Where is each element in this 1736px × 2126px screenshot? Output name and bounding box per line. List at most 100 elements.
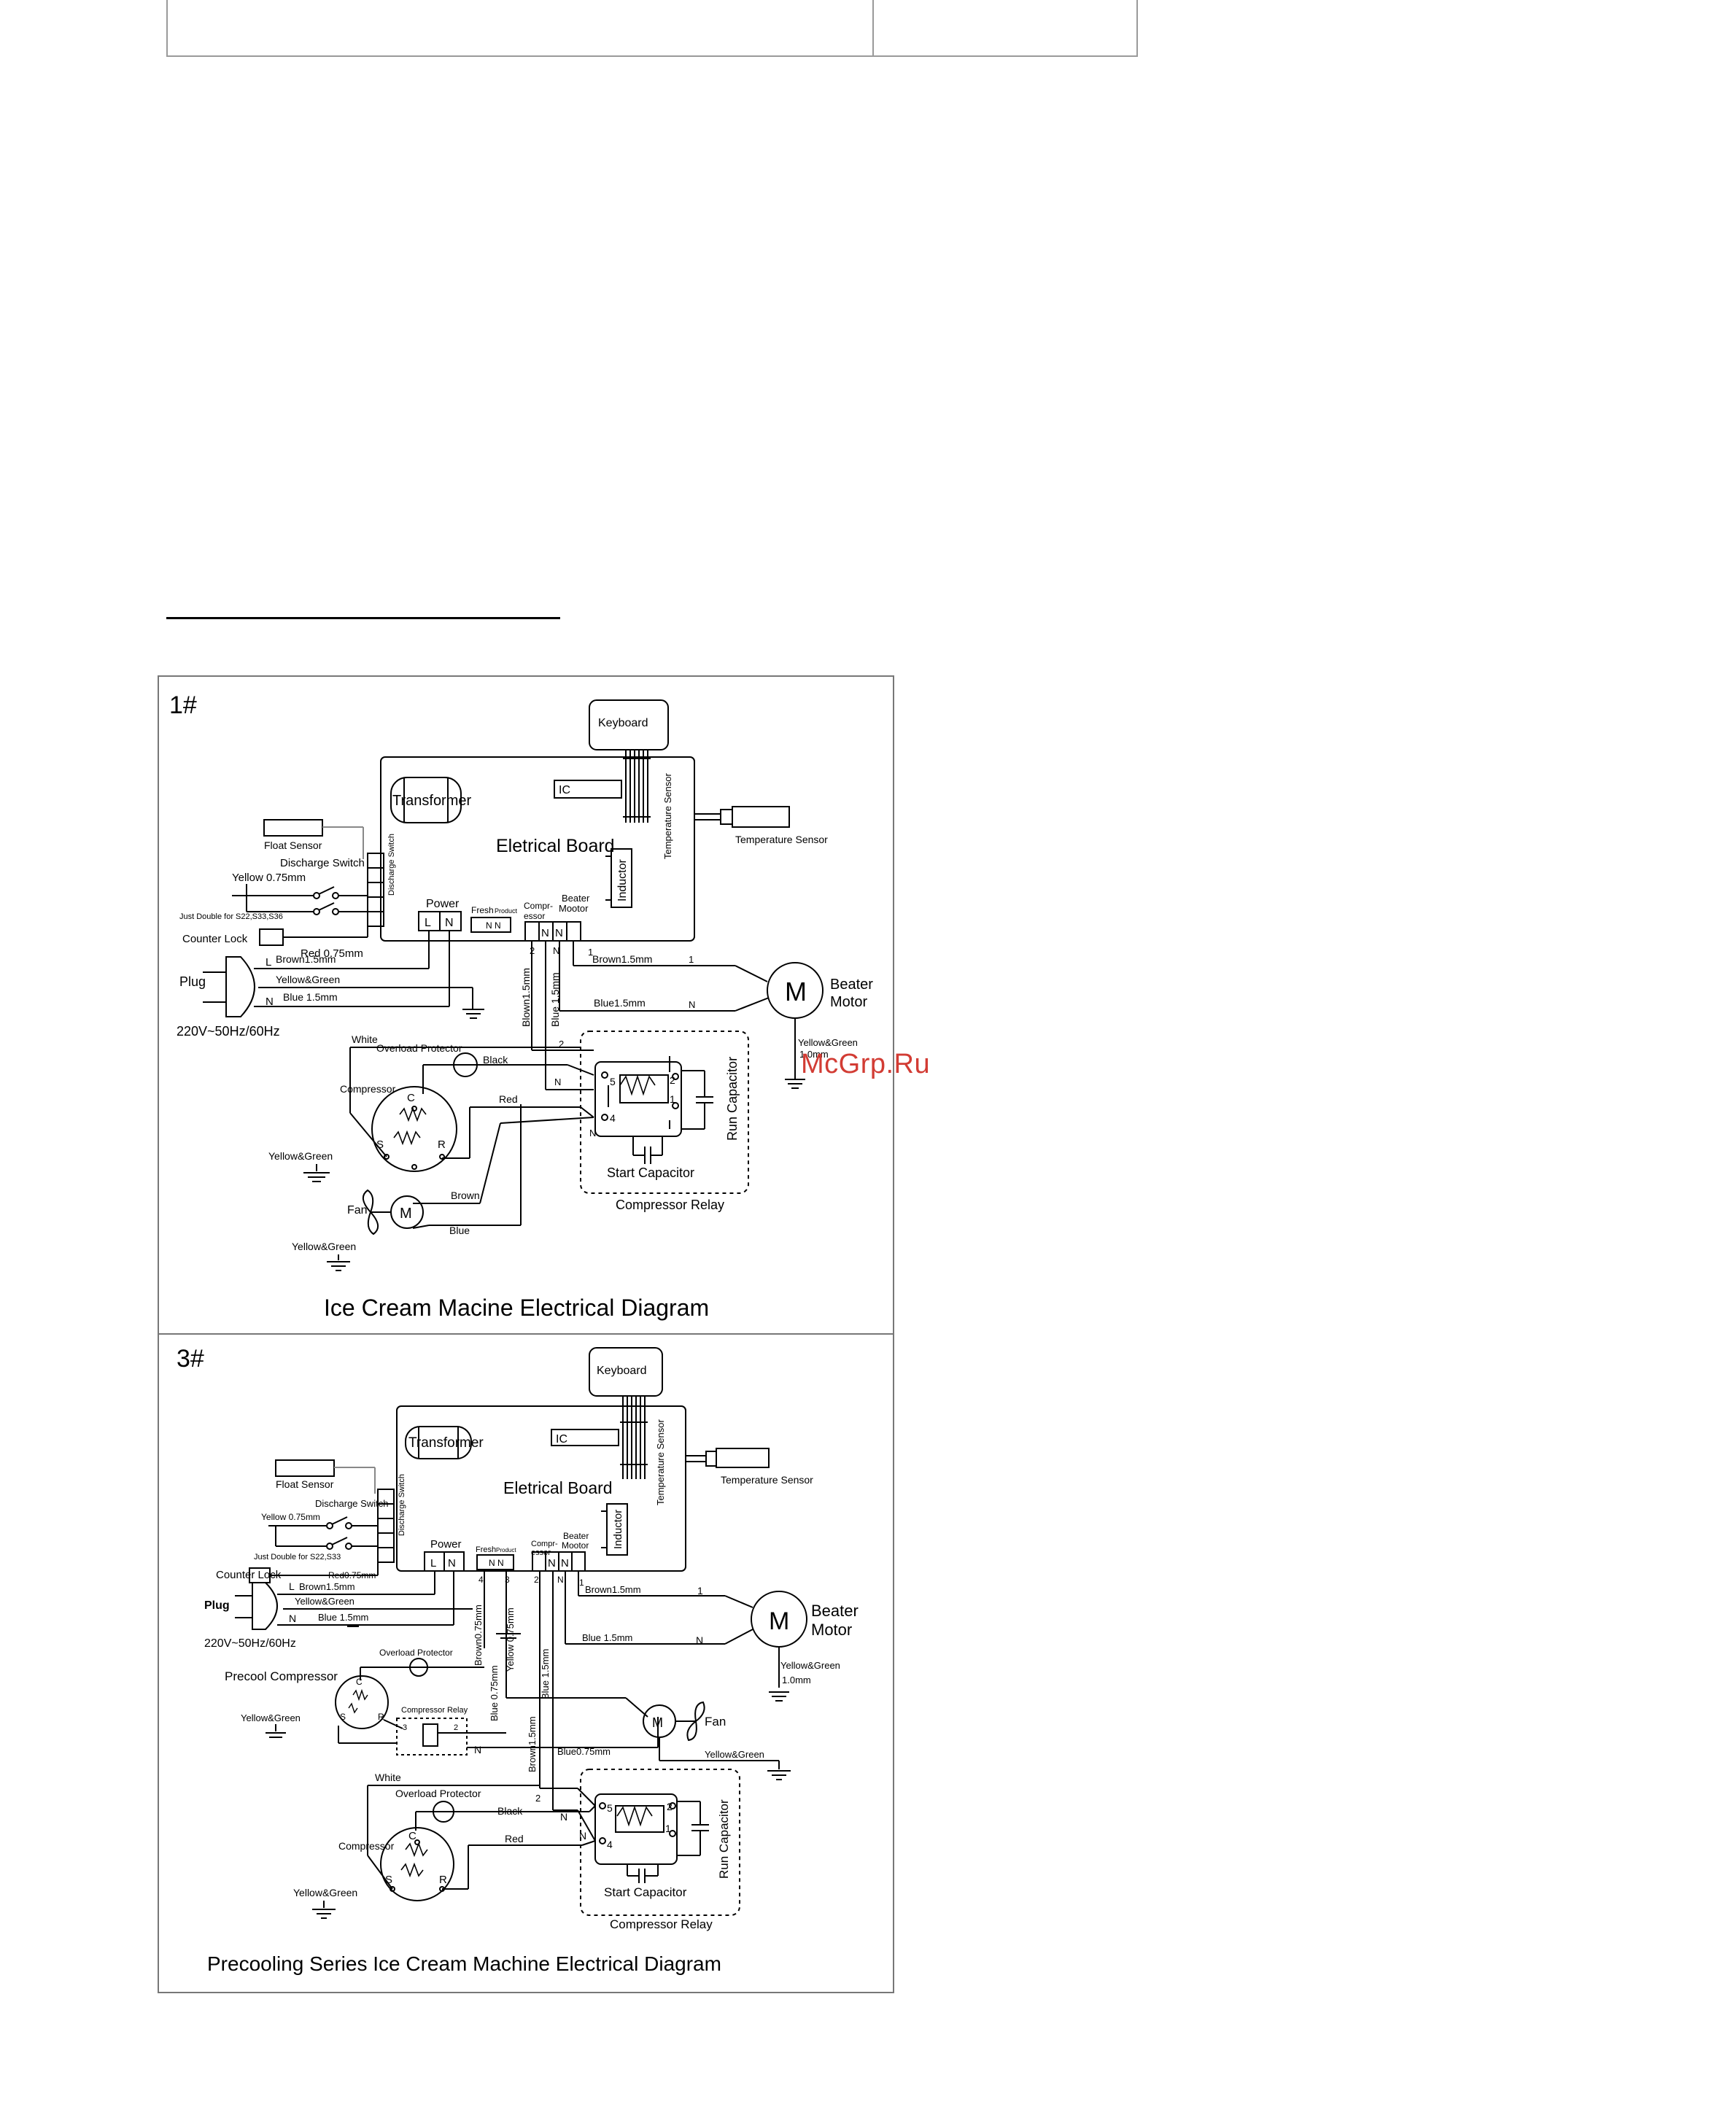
just-double-label: Just Double for S22,S33 — [254, 1553, 341, 1561]
fan-motor — [390, 1195, 424, 1229]
svg-text:2: 2 — [670, 1074, 675, 1086]
beater-motor-m: M — [785, 977, 807, 1006]
svg-text:N: N — [561, 1557, 569, 1570]
compressor — [380, 1827, 454, 1901]
fan-ground-label: Yellow&Green — [292, 1241, 356, 1252]
brown15-vertical-label: Brown1.5mm — [527, 1716, 538, 1772]
blue-vertical-label: Blue 1.5mm — [549, 972, 561, 1027]
beater-brown-label: Brown1.5mm — [592, 953, 652, 965]
motor-ground-label: Yellow&Green — [798, 1037, 858, 1048]
precool-relay — [396, 1718, 468, 1755]
svg-text:C: C — [356, 1677, 363, 1687]
blue15-vertical-label: Blue 1.5mm — [540, 1649, 551, 1699]
beater-terminal-label-2: Mootor — [559, 903, 589, 914]
keyboard-box — [589, 1347, 663, 1397]
float-sensor — [263, 819, 323, 837]
precool-relay-label: Compressor Relay — [401, 1706, 468, 1715]
diagram-title: Precooling Series Ice Cream Machine Elec… — [207, 1952, 721, 1975]
svg-text:R: R — [438, 1138, 446, 1151]
svg-text:N: N — [448, 1557, 456, 1570]
precool-ground-label: Yellow&Green — [241, 1712, 301, 1723]
svg-text:N: N — [474, 1744, 481, 1755]
compressor-terminal-label: Compr- — [524, 901, 553, 911]
float-sensor-label: Float Sensor — [264, 839, 322, 851]
plug-yellow-green-label: Yellow&Green — [295, 1596, 354, 1607]
brown-wire-label: Brown — [451, 1190, 480, 1201]
plug-brown-label: Brown1.5mm — [299, 1581, 355, 1592]
fan-icon — [363, 1189, 379, 1235]
svg-text:C: C — [407, 1092, 415, 1104]
precool-compressor — [335, 1675, 389, 1729]
discharge-switch-vertical-label: Discharge Switch — [398, 1474, 406, 1536]
voltage-label: 220V~50Hz/60Hz — [204, 1637, 296, 1650]
svg-text:2: 2 — [559, 1039, 564, 1050]
beater-motor-label: Beater — [830, 977, 873, 993]
inductor — [611, 848, 632, 908]
svg-text:N: N — [560, 1811, 567, 1823]
svg-text:M: M — [652, 1715, 663, 1730]
relay-body — [594, 1793, 678, 1865]
ic-chip — [551, 1429, 619, 1446]
svg-text:N: N — [541, 927, 549, 939]
svg-text:C: C — [408, 1830, 416, 1842]
red-wire-label: Red 0.75mm — [301, 947, 363, 960]
fan-label: Fan — [705, 1715, 726, 1729]
blue075-horizontal-label: Blue0.75mm — [557, 1746, 611, 1757]
precool-overload-label: Overload Protector — [379, 1648, 453, 1658]
temperature-sensor-label: Temperature Sensor — [735, 834, 828, 845]
fan-icon — [686, 1701, 705, 1742]
transformer-label: Transformer — [392, 793, 472, 809]
svg-text:2: 2 — [535, 1793, 540, 1804]
counter-lock-label: Counter Lock — [216, 1569, 282, 1581]
svg-text:L: L — [425, 917, 431, 929]
just-double-label: Just Double for S22,S33,S36 — [179, 912, 283, 921]
svg-text:L: L — [289, 1580, 295, 1592]
overload-protector-label: Overload Protector — [376, 1042, 462, 1054]
svg-text:3: 3 — [403, 1723, 407, 1732]
svg-text:M: M — [400, 1206, 412, 1222]
voltage-label: 220V~50Hz/60Hz — [177, 1024, 280, 1039]
plug-label: Plug — [179, 974, 206, 989]
beater-terminal-label: Beater — [562, 893, 590, 904]
white-wire-label: White — [352, 1033, 378, 1045]
beater-blue-label: Blue 1.5mm — [582, 1632, 632, 1643]
inductor-label: Inductor — [616, 859, 629, 901]
svg-text:2: 2 — [534, 1575, 539, 1585]
svg-text:1: 1 — [670, 1093, 675, 1105]
svg-text:N: N — [548, 1557, 556, 1570]
electrical-diagram-3: 3# Keyboard IC Transformer Eletrical Boa… — [158, 1333, 894, 1993]
svg-text:N: N — [579, 1830, 586, 1842]
svg-text:1: 1 — [665, 1823, 671, 1834]
svg-text:N: N — [289, 1613, 296, 1624]
beater-brown-label: Brown1.5mm — [585, 1584, 641, 1595]
svg-text:N N: N N — [489, 1558, 504, 1568]
svg-text:L: L — [430, 1557, 436, 1570]
svg-text:N: N — [555, 927, 563, 939]
svg-text:2: 2 — [454, 1723, 458, 1732]
beater-terminal-label-2: Mootor — [562, 1540, 589, 1551]
svg-text:R: R — [378, 1712, 384, 1722]
svg-text:4: 4 — [610, 1112, 616, 1124]
compressor — [371, 1086, 457, 1172]
compressor-label: Compressor — [338, 1840, 395, 1852]
compressor-terminal-label-2: essor — [524, 911, 545, 921]
beater-motor-label-2: Motor — [830, 994, 867, 1010]
keyboard-ribbon-cable — [620, 1396, 648, 1479]
electrical-diagram-1: 1# Keyboard IC Transformer Eletrical Boa… — [158, 675, 894, 1333]
keyboard-label: Keyboard — [597, 1365, 647, 1377]
precool-compressor-label: Precool Compressor — [225, 1669, 338, 1683]
discharge-switch-label: Discharge Switch — [315, 1498, 388, 1509]
product-label: Product — [496, 1547, 516, 1553]
inductor — [606, 1503, 628, 1556]
fresh-product-terminal — [476, 1554, 514, 1570]
red-wire-label-compressor: Red — [499, 1093, 518, 1105]
svg-text:5: 5 — [607, 1802, 613, 1814]
temperature-sensor — [716, 1448, 770, 1468]
motor-ground-label: Yellow&Green — [780, 1660, 840, 1671]
red-wire-label: Red0.75mm — [328, 1570, 376, 1580]
plug-icon — [252, 1582, 278, 1630]
yellow-wire-label: Yellow 0.75mm — [261, 1512, 320, 1522]
svg-text:4: 4 — [478, 1575, 484, 1585]
ic-label: IC — [556, 1433, 567, 1446]
svg-text:L: L — [266, 956, 271, 969]
